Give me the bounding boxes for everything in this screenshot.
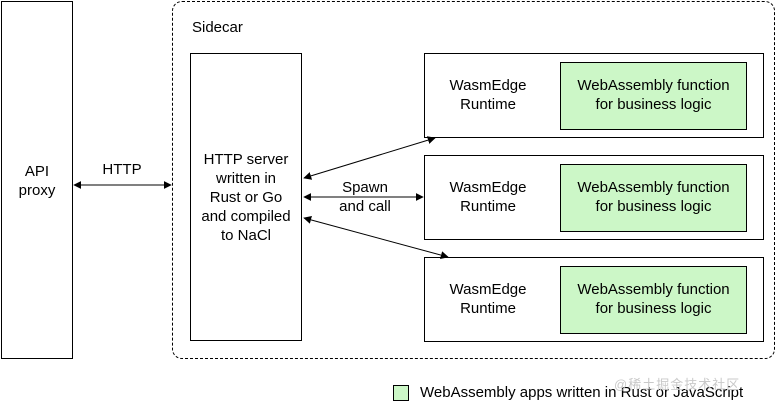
wasm-function-3-line1: WebAssembly function [577,281,730,298]
http-server-line4: and compiled [201,208,291,225]
wasm-function-1-line1: WebAssembly function [577,77,730,94]
wasm-function-box-1 [560,62,747,130]
http-server-label: HTTP server written in Rust or Go and co… [190,150,302,245]
http-server-line2: written in [215,170,277,187]
runtime-label-1: WasmEdge Runtime [432,76,544,114]
wasm-function-2-line2: for business logic [595,198,712,215]
wasm-function-2-line1: WebAssembly function [577,179,730,196]
spawn-arrow-bottom [303,216,449,259]
api-proxy-label-line2: proxy [18,182,56,199]
runtime-1-line2: Runtime [460,96,516,113]
spawn-call-line1: Spawn [342,179,388,196]
wasm-function-3-line2: for business logic [595,300,712,317]
wasm-function-label-1: WebAssembly function for business logic [560,76,747,114]
wasm-function-1-line2: for business logic [595,96,712,113]
legend-text: WebAssembly apps written in Rust or Java… [420,384,744,401]
http-server-line1: HTTP server [203,151,289,168]
http-server-line5: to NaCl [220,227,272,244]
runtime-1-line1: WasmEdge [449,77,527,94]
sidecar-container [172,1,775,359]
runtime-label-2: WasmEdge Runtime [432,178,544,216]
legend-swatch [393,385,409,401]
http-server-box [190,53,302,341]
sidecar-title: Sidecar [192,19,243,36]
runtime-2-line2: Runtime [460,198,516,215]
api-proxy-box [1,1,73,359]
spawn-arrow-top [303,136,436,180]
api-proxy-label: API proxy [1,162,73,200]
api-proxy-label-line1: API [24,163,50,180]
wasm-function-label-3: WebAssembly function for business logic [560,280,747,318]
spawn-call-line2: and call [339,198,391,215]
runtime-label-3: WasmEdge Runtime [432,280,544,318]
http-server-line3: Rust or Go [209,189,283,206]
spawn-call-label: Spawn and call [328,178,402,216]
http-label: HTTP [102,161,142,178]
runtime-2-line1: WasmEdge [449,179,527,196]
wasm-function-box-3 [560,266,747,334]
runtime-3-line2: Runtime [460,300,516,317]
wasm-function-label-2: WebAssembly function for business logic [560,178,747,216]
wasm-function-box-2 [560,164,747,232]
watermark: @稀土掘金技术社区 [614,377,741,392]
runtime-3-line1: WasmEdge [449,281,527,298]
